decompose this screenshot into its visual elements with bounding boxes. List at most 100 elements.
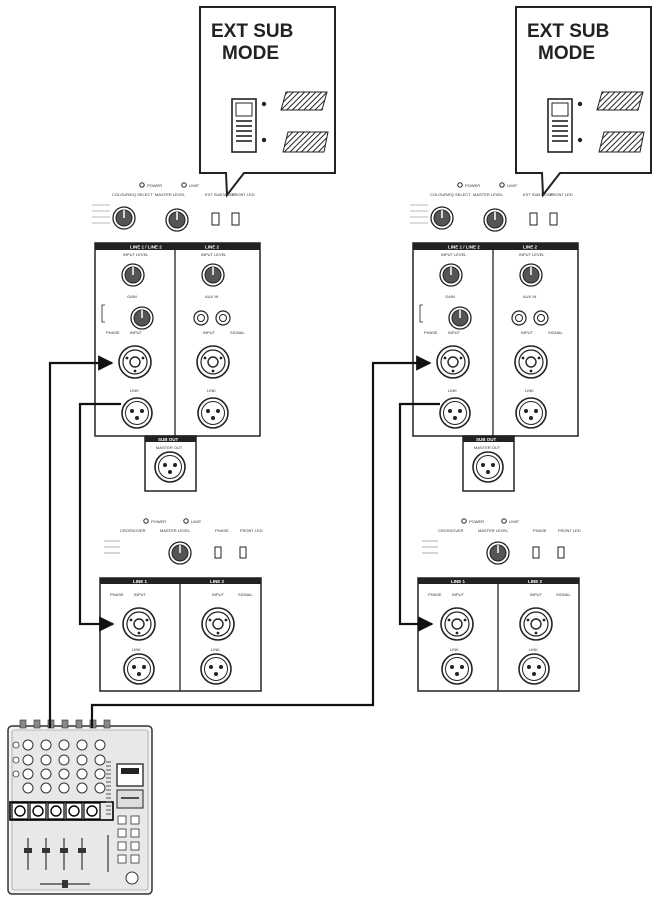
sub-power-label: POWER [151, 519, 166, 524]
sub-master-level-knob[interactable] [486, 541, 510, 565]
sub-front-led-label: FRONT LED [240, 528, 263, 533]
ext-sub-mode-switch-icon [231, 98, 257, 153]
sub-combo-input-2[interactable] [519, 607, 553, 641]
link-label: LINK [448, 388, 457, 393]
front-led-label: FRONT LED [550, 192, 573, 197]
sub-input-label-2: INPUT [530, 592, 543, 597]
sub-xlr-link-2[interactable] [518, 653, 550, 685]
colour-eq-select-knob[interactable] [430, 206, 454, 230]
sub-channel-2-header: LINE 2 [210, 579, 225, 584]
master-out-label: MASTER OUT [156, 445, 183, 450]
callout-title-line2: MODE [538, 43, 595, 64]
sub-combo-input-1[interactable] [122, 607, 156, 641]
sub-out-header: SUB OUT [476, 437, 497, 442]
link-label-2: LINK [207, 388, 216, 393]
input-level-label: INPUT LEVEL [123, 252, 149, 257]
phase-label: PHASE [424, 330, 438, 335]
ext-sub-mode-switch-icon [547, 98, 573, 153]
sub-combo-input-1[interactable] [440, 607, 474, 641]
sub-master-level-label: MASTER LEVEL [478, 528, 509, 533]
colour-eq-select-knob[interactable] [112, 206, 136, 230]
sub-input-label: INPUT [452, 592, 465, 597]
signal-label: SIGNAL [230, 330, 245, 335]
colour-eq-select-label: COLOUR/EQ SELECT [430, 192, 471, 197]
ext-sub-mode-label: EXT SUB MODE [205, 192, 235, 197]
input-label: INPUT [448, 330, 461, 335]
sub-power-label: POWER [469, 519, 484, 524]
callout-title-line2: MODE [222, 43, 279, 64]
aux-in-label: AUX IN [523, 294, 536, 299]
sub-phase-in-label: PHASE [110, 592, 124, 597]
sub-phase-in-label: PHASE [428, 592, 442, 597]
sub-xlr-link-1[interactable] [123, 653, 155, 685]
sub-xlr-link-1[interactable] [441, 653, 473, 685]
input-level-knob-2[interactable] [519, 263, 543, 287]
master-level-label: MASTER LEVEL [155, 192, 186, 197]
sub-phase-label: PHASE [215, 528, 229, 533]
xlr-link-1[interactable] [121, 397, 153, 429]
sub-xlr-link-2[interactable] [200, 653, 232, 685]
aux-in-left[interactable] [193, 310, 209, 326]
sub-phase-label: PHASE [533, 528, 547, 533]
combo-input-1[interactable] [118, 345, 152, 379]
input-level-label: INPUT LEVEL [441, 252, 467, 257]
master-level-knob[interactable] [165, 208, 189, 232]
sub-channel-1-header: LINE 1 [451, 579, 466, 584]
dj-mixer [7, 719, 153, 895]
sub-master-level-knob[interactable] [168, 541, 192, 565]
combo-input-2[interactable] [196, 345, 230, 379]
aux-in-left[interactable] [511, 310, 527, 326]
master-level-knob[interactable] [483, 208, 507, 232]
phase-label: PHASE [106, 330, 120, 335]
input-level-knob-1[interactable] [439, 263, 463, 287]
xlr-link-2[interactable] [197, 397, 229, 429]
sub-master-level-label: MASTER LEVEL [160, 528, 191, 533]
limit-label: LIMIT [189, 183, 200, 188]
signal-label: SIGNAL [548, 330, 563, 335]
colour-eq-select-label: COLOUR/EQ SELECT [112, 192, 153, 197]
input-level-label-2: INPUT LEVEL [519, 252, 545, 257]
sub-combo-input-2[interactable] [201, 607, 235, 641]
aux-in-right[interactable] [533, 310, 549, 326]
sub-channel-1-header: LINE 1 [133, 579, 148, 584]
sub-out-header: SUB OUT [158, 437, 179, 442]
power-label: POWER [465, 183, 480, 188]
input-level-knob-1[interactable] [121, 263, 145, 287]
xlr-link-2[interactable] [515, 397, 547, 429]
ext-sub-mode-label: EXT SUB MODE [523, 192, 553, 197]
xlr-sub-out[interactable] [472, 451, 504, 483]
sub-input-label-2: INPUT [212, 592, 225, 597]
input-level-label-2: INPUT LEVEL [201, 252, 227, 257]
channel-header-line1-2: LINE 1 / LINE 2 [130, 245, 162, 250]
gain-knob[interactable] [448, 306, 472, 330]
callout-title-line1: EXT SUB [527, 21, 609, 42]
xlr-link-1[interactable] [439, 397, 471, 429]
link-label: LINK [130, 388, 139, 393]
callout-title-line1: EXT SUB [211, 21, 293, 42]
aux-in-right[interactable] [215, 310, 231, 326]
xlr-sub-out[interactable] [154, 451, 186, 483]
input-label-2: INPUT [521, 330, 534, 335]
gain-label: GAIN [127, 294, 137, 299]
master-out-label: MASTER OUT [474, 445, 501, 450]
front-led-label: FRONT LED [232, 192, 255, 197]
sub-link-label-2: LINK [211, 647, 220, 652]
aux-in-label: AUX IN [205, 294, 218, 299]
sub-signal-label: SIGNAL [238, 592, 253, 597]
input-label: INPUT [130, 330, 143, 335]
cables [48, 355, 440, 728]
gain-knob[interactable] [130, 306, 154, 330]
channel-header-line2: LINE 2 [205, 245, 220, 250]
crossover-label: CROSSOVER [120, 528, 146, 533]
sub-input-label: INPUT [134, 592, 147, 597]
cable-right-link-to-sub [398, 402, 440, 632]
input-level-knob-2[interactable] [201, 263, 225, 287]
input-label-2: INPUT [203, 330, 216, 335]
combo-input-1[interactable] [436, 345, 470, 379]
master-level-label: MASTER LEVEL [473, 192, 504, 197]
combo-input-2[interactable] [514, 345, 548, 379]
